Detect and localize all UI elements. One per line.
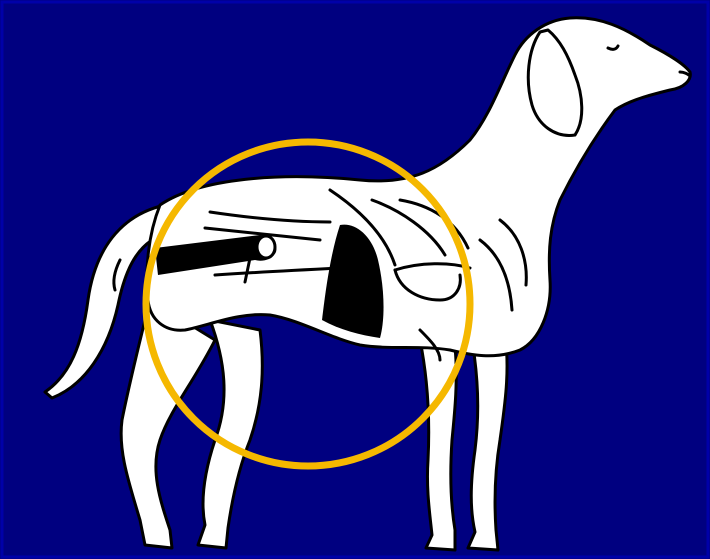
- dog-illustration: [0, 0, 710, 559]
- diagram-canvas: [0, 0, 710, 559]
